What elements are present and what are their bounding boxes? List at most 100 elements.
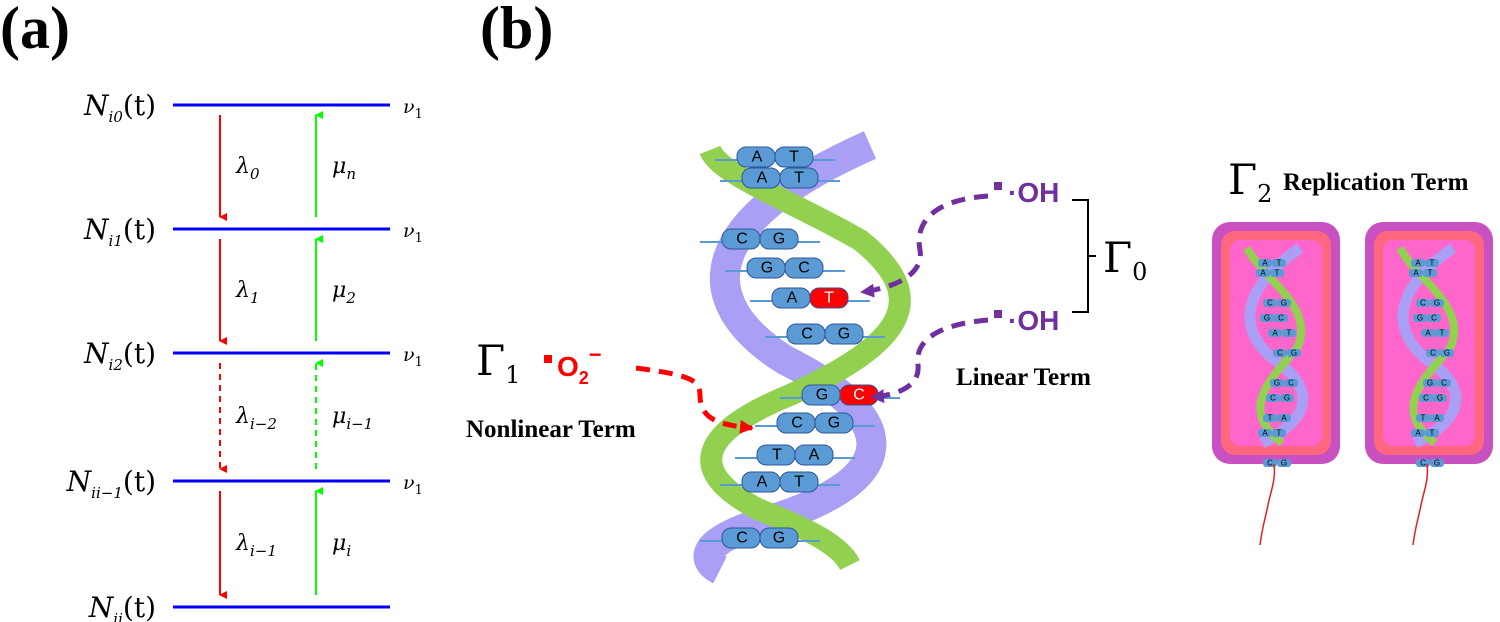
base-letter: G	[773, 530, 785, 547]
nucleotide	[779, 471, 819, 493]
cell-base-letter: G	[1437, 394, 1443, 403]
cell-base-letter: A	[1272, 329, 1278, 338]
base-letter: G	[761, 260, 773, 277]
repair-rate-label: μi−1	[332, 404, 373, 433]
replication-term-label: Replication Term	[1283, 169, 1469, 196]
cell-base-letter: T	[1430, 259, 1435, 268]
o2-arrow	[635, 365, 754, 434]
cell-base-letter: A	[1413, 269, 1419, 278]
cell-nucleotide	[1426, 349, 1440, 357]
cell-base-letter: C	[1430, 349, 1436, 358]
cell-base-letter: T	[1421, 414, 1426, 423]
cell-base-letter: A	[1415, 429, 1421, 438]
cell-base-letter: G	[1281, 299, 1287, 308]
base-letter: A	[757, 474, 768, 491]
cell-base-letter: G	[1264, 314, 1270, 323]
cell-nucleotide	[1277, 459, 1291, 467]
cell-base-letter: A	[1262, 429, 1268, 438]
cell-nucleotide	[1258, 429, 1272, 437]
cell-nucleotide	[1282, 329, 1296, 337]
flagellum	[1412, 463, 1429, 546]
cell-nucleotide	[1435, 329, 1449, 337]
repair-rate-label: μ2	[332, 278, 356, 307]
cell-base-letter: C	[1278, 314, 1284, 323]
radical-dot-bottom	[994, 310, 1002, 318]
cell-nucleotide	[1416, 299, 1430, 307]
cell-base-letter: T	[1440, 329, 1445, 338]
base-letter: C	[791, 415, 803, 432]
cell-base-letter: T	[1287, 329, 1292, 338]
base-letter: C	[798, 260, 810, 277]
base-letter: A	[787, 290, 798, 307]
damaged-nucleotide	[809, 287, 849, 309]
cell-nucleotide	[1280, 394, 1294, 402]
cell-nucleotide	[1287, 349, 1301, 357]
decay-rate-label: λi−2	[235, 404, 277, 433]
cell-nucleotide	[1430, 459, 1444, 467]
cell-base-letter: C	[1270, 394, 1276, 403]
cell-nucleotide	[1284, 379, 1298, 387]
base-letter: T	[824, 290, 834, 307]
superoxide-radical: Γ1 O2− Nonlinear Term	[466, 336, 754, 443]
cell-base-letter: G	[1281, 459, 1287, 468]
cell-base-letter: C	[1277, 349, 1283, 358]
cell-base-letter: T	[1428, 269, 1433, 278]
base-letter: G	[828, 415, 840, 432]
gamma2-symbol: Γ2	[1228, 155, 1272, 208]
cell-nucleotide	[1440, 349, 1454, 357]
cell-base-letter: C	[1441, 379, 1447, 388]
cell-nucleotide	[1273, 349, 1287, 357]
cell-nucleotide	[1409, 269, 1423, 277]
nucleotide	[784, 257, 824, 279]
cell-base-letter: G	[1434, 299, 1440, 308]
cell-nucleotide	[1277, 414, 1291, 422]
cell-nucleotide	[1268, 329, 1282, 337]
cell-nucleotide	[1437, 379, 1451, 387]
cell-base-letter: T	[1277, 429, 1282, 438]
gamma1-symbol: Γ1	[476, 336, 520, 389]
cell-nucleotide	[1430, 414, 1444, 422]
cell-base-letter: G	[1274, 379, 1280, 388]
decay-rate-label: λi−1	[235, 531, 277, 560]
cell-nucleotide	[1256, 269, 1270, 277]
cell-base-letter: A	[1281, 414, 1287, 423]
radical-dot-o2	[544, 355, 552, 363]
cell-nucleotide	[1413, 314, 1427, 322]
nucleotide	[824, 323, 864, 345]
base-letter: C	[853, 387, 865, 404]
oh-radical-bottom: ·OH	[1008, 305, 1059, 336]
base-letter: C	[801, 326, 813, 343]
base-letter: G	[816, 387, 828, 404]
base-letter: A	[809, 447, 820, 464]
panel-label-b: (b)	[480, 0, 553, 61]
repair-rate-label: μn	[332, 154, 356, 183]
cell-base-letter: T	[1275, 269, 1280, 278]
cell-nucleotide	[1263, 299, 1277, 307]
cell-nucleotide	[1270, 269, 1284, 277]
cell-nucleotide	[1272, 259, 1286, 267]
cell-nucleotide	[1423, 379, 1437, 387]
